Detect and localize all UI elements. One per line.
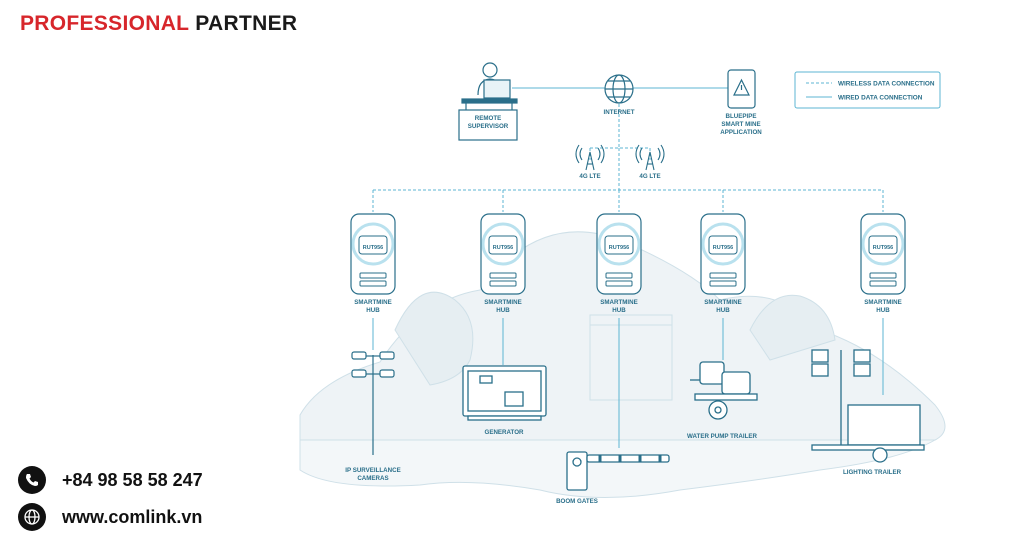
hub-4-label-line1: SMARTMINE xyxy=(704,299,741,306)
brand-title-part2: PARTNER xyxy=(195,12,298,35)
supervisor-label-line1: REMOTE xyxy=(475,115,501,122)
brand-title-part1: PROFESSIONAL xyxy=(20,12,190,35)
phone-icon xyxy=(18,466,46,494)
supervisor-workstation-icon xyxy=(458,62,518,141)
contact-website[interactable]: www.comlink.vn xyxy=(18,503,202,531)
lte-right-label: 4G LTE xyxy=(639,173,660,180)
internet-label: INTERNET xyxy=(604,109,635,116)
lte-tower-left-icon xyxy=(575,144,605,171)
hub-3: RUT956 SMARTMINE HUB xyxy=(596,213,642,314)
phone-number: +84 98 58 58 247 xyxy=(62,469,203,490)
hub-5-label-line1: SMARTMINE xyxy=(864,299,901,306)
website-url: www.comlink.vn xyxy=(62,506,203,527)
mine-landscape xyxy=(299,231,946,498)
hub-4: RUT956 SMARTMINE HUB xyxy=(700,213,746,314)
legend: WIRELESS DATA CONNECTION WIRED DATA CONN… xyxy=(794,71,941,109)
hub-1-model: RUT956 xyxy=(363,245,383,251)
hub-2-model: RUT956 xyxy=(493,245,513,251)
generator-icon xyxy=(462,365,547,421)
app-label-line3: APPLICATION xyxy=(720,129,762,136)
hub-1-label-line1: SMARTMINE xyxy=(354,299,391,306)
cameras-label-line2: CAMERAS xyxy=(357,475,388,482)
surveillance-camera-icon xyxy=(351,351,395,455)
boom-gates-label: BOOM GATES xyxy=(556,498,598,505)
water-pump-trailer-icon xyxy=(690,361,758,420)
boom-gate-icon xyxy=(566,451,670,491)
lighting-trailer-icon xyxy=(811,349,925,463)
supervisor-label-line2: SUPERVISOR xyxy=(468,123,509,130)
connections xyxy=(372,87,884,448)
internet-globe-icon xyxy=(604,74,634,104)
water-pump-label: WATER PUMP TRAILER xyxy=(687,433,757,440)
generator-label: GENERATOR xyxy=(485,429,524,436)
legend-wired: WIRED DATA CONNECTION xyxy=(838,95,923,102)
globe-icon xyxy=(18,503,46,531)
hub-2-label-line2: HUB xyxy=(496,307,510,314)
tablet-app-icon xyxy=(727,69,756,109)
legend-wireless: WIRELESS DATA CONNECTION xyxy=(838,81,935,88)
hub-3-model: RUT956 xyxy=(609,245,629,251)
hub-3-label-line1: SMARTMINE xyxy=(600,299,637,306)
hub-2: RUT956 SMARTMINE HUB xyxy=(480,213,526,314)
hub-4-model: RUT956 xyxy=(713,245,733,251)
hub-5: RUT956 SMARTMINE HUB xyxy=(860,213,906,314)
lighting-trailer-label: LIGHTING TRAILER xyxy=(843,469,902,476)
hub-4-label-line2: HUB xyxy=(716,307,730,314)
app-label-line2: SMART MINE xyxy=(721,121,760,128)
hub-1: RUT956 SMARTMINE HUB xyxy=(350,213,396,314)
hub-5-model: RUT956 xyxy=(873,245,893,251)
lte-left-label: 4G LTE xyxy=(579,173,600,180)
contact-phone[interactable]: +84 98 58 58 247 xyxy=(18,466,203,494)
lte-tower-right-icon xyxy=(635,144,665,171)
hub-1-label-line2: HUB xyxy=(366,307,380,314)
hub-3-label-line2: HUB xyxy=(612,307,626,314)
app-label-line1: BLUEPIPE xyxy=(726,113,757,120)
cameras-label-line1: IP SURVEILLANCE xyxy=(345,467,400,474)
hub-2-label-line1: SMARTMINE xyxy=(484,299,521,306)
hub-5-label-line2: HUB xyxy=(876,307,890,314)
